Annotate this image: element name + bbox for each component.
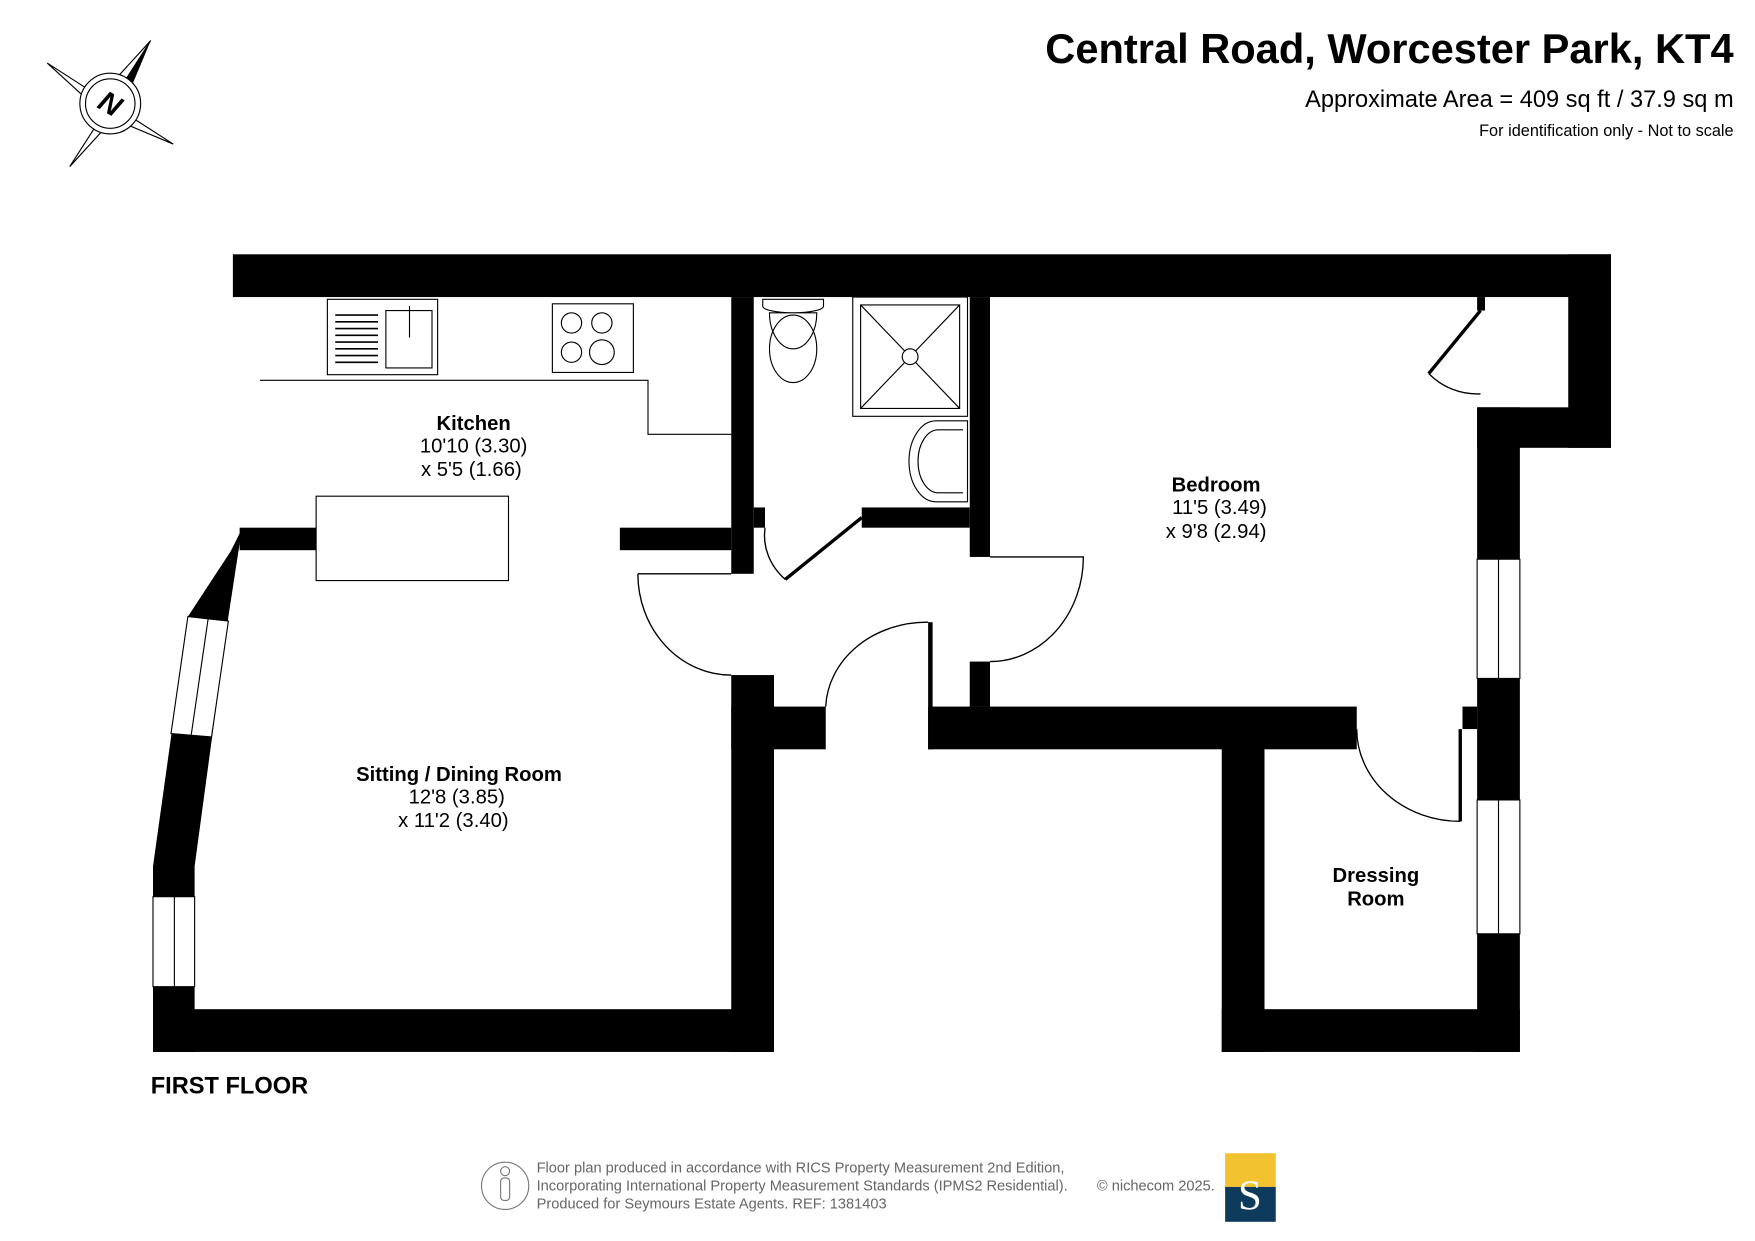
svg-text:x 11'2 (3.40): x 11'2 (3.40) xyxy=(398,810,508,832)
basin-icon xyxy=(908,420,969,503)
walls xyxy=(153,254,1611,1052)
property-title: Central Road, Worcester Park, KT4 xyxy=(1045,25,1733,72)
footer-line-1: Floor plan produced in accordance with R… xyxy=(537,1160,1065,1176)
svg-text:x 9'8 (2.94): x 9'8 (2.94) xyxy=(1166,521,1267,543)
doors xyxy=(637,309,1482,822)
north-compass-icon: N xyxy=(46,40,174,167)
windows xyxy=(152,558,1521,988)
room-label-sitting-dining: Sitting / Dining Room 12'8 (3.85) x 11'2… xyxy=(356,764,562,832)
kitchen-fittings xyxy=(259,298,732,582)
shower-icon xyxy=(852,296,969,417)
svg-text:Kitchen: Kitchen xyxy=(436,413,510,435)
disclaimer: For identification only - Not to scale xyxy=(1479,122,1734,140)
svg-text:Sitting / Dining Room: Sitting / Dining Room xyxy=(356,764,562,786)
svg-text:12'8 (3.85): 12'8 (3.85) xyxy=(409,786,505,808)
sink-icon xyxy=(326,298,439,376)
svg-text:11'5 (3.49): 11'5 (3.49) xyxy=(1172,497,1267,519)
room-label-kitchen: Kitchen 10'10 (3.30) x 5'5 (1.66) xyxy=(420,413,527,481)
toilet-icon xyxy=(762,298,825,350)
svg-text:10'10 (3.30): 10'10 (3.30) xyxy=(420,435,527,457)
rics-person-icon xyxy=(480,1161,530,1210)
svg-text:Dressing: Dressing xyxy=(1333,865,1420,887)
floor-label: FIRST FLOOR xyxy=(151,1074,308,1100)
kitchen-island xyxy=(315,495,510,582)
svg-text:x 5'5 (1.66): x 5'5 (1.66) xyxy=(421,459,522,481)
footer-line-3: Produced for Seymours Estate Agents. REF… xyxy=(537,1196,887,1212)
copyright: © nichecom 2025. xyxy=(1097,1178,1215,1194)
room-label-dressing: Dressing Room xyxy=(1333,865,1420,911)
approximate-area: Approximate Area = 409 sq ft / 37.9 sq m xyxy=(1305,87,1734,113)
seymours-logo: S xyxy=(1225,1153,1276,1222)
svg-text:Room: Room xyxy=(1347,889,1404,911)
svg-text:Bedroom: Bedroom xyxy=(1172,475,1261,497)
hob-icon xyxy=(551,303,634,373)
bathroom-fittings xyxy=(762,296,969,503)
footer-line-2: Incorporating International Property Mea… xyxy=(537,1178,1068,1194)
room-label-bedroom: Bedroom 11'5 (3.49) x 9'8 (2.94) xyxy=(1166,475,1267,543)
svg-text:S: S xyxy=(1238,1172,1262,1219)
